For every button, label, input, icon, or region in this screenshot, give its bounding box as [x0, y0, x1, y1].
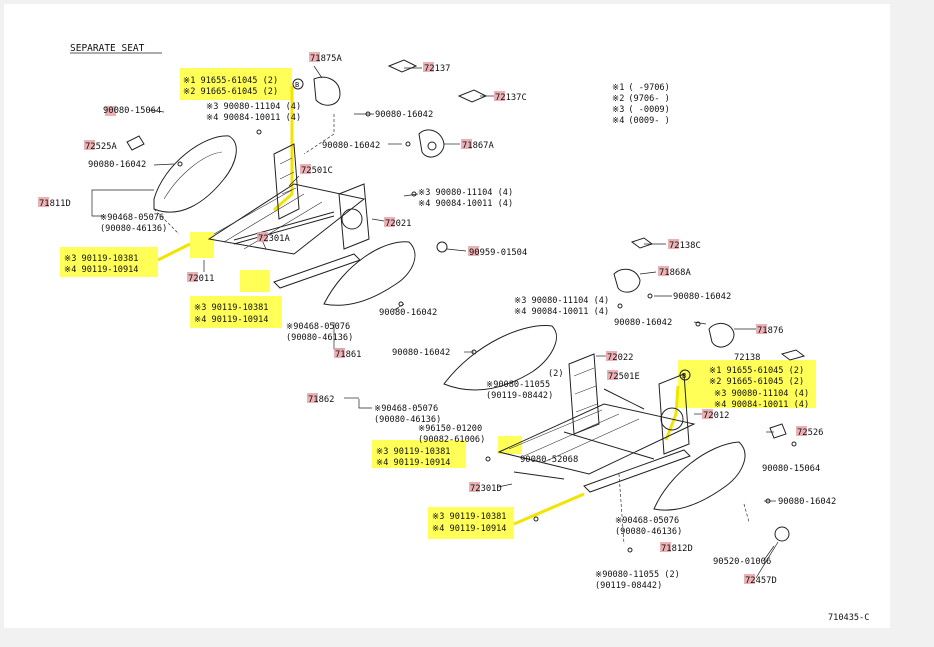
part-label: 90080-16042 — [375, 110, 433, 120]
diagram-title: SEPARATE SEAT — [70, 43, 145, 54]
part-label: (90080-46136) — [286, 333, 353, 343]
part-label: ※3 90119-10381 — [64, 254, 138, 264]
part-label: ※90080-11055 — [486, 380, 550, 390]
part-label: 72525A — [85, 142, 117, 152]
part-label: 72138C — [669, 241, 701, 251]
svg-text:B: B — [682, 372, 686, 380]
separate-seat-exploded-diagram: SEPARATE SEAT ※1( -9706) ※2(9706- ) ※3( … — [38, 43, 869, 623]
part-label: ※3 90080-11104 (4) — [714, 389, 809, 399]
part-label: ※4 90119-10914 — [432, 524, 506, 534]
part-label: 90080-16042 — [778, 497, 836, 507]
part-label: 71876 — [757, 326, 783, 336]
part-label: ※4 90119-10914 — [376, 458, 450, 468]
part-label: ※1 91655-61045 (2) — [183, 76, 278, 86]
part-label: 71862 — [308, 395, 334, 405]
part-label: ※90468-05076 — [286, 322, 350, 332]
b-marker-1: B — [292, 78, 304, 90]
b-marker-2: B — [679, 369, 691, 381]
part-label: 90080-16042 — [392, 348, 450, 358]
part-label: ※1 91655-61045 (2) — [709, 366, 804, 376]
part-label: ※4 90119-10914 — [194, 315, 268, 325]
part-label: 72137 — [424, 64, 450, 74]
leader-lines — [91, 65, 779, 579]
part-label: ※4 90084-10011 (4) — [206, 113, 301, 123]
bolt-glyphs — [177, 111, 797, 553]
part-labels: 71875A 72137 72137C 90080-15064 72525A 9… — [39, 54, 836, 591]
legend-row-4: ※4(0009- ) — [612, 116, 670, 126]
legend-row-3: ※3( -0009) — [612, 105, 670, 115]
part-label: ※90080-11055 (2) — [595, 570, 680, 580]
part-label: (90080-46136) — [615, 527, 682, 537]
part-label: (90080-46136) — [100, 224, 167, 234]
part-label: 71861 — [335, 350, 361, 360]
part-label: ※2 91665-61045 (2) — [709, 377, 804, 387]
part-label: (90082-61006) — [418, 435, 485, 445]
part-label: 72301A — [258, 234, 290, 244]
part-label: 72021 — [385, 219, 411, 229]
part-label: ※90468-05076 — [100, 213, 164, 223]
legend-block: ※1( -9706) ※2(9706- ) ※3( -0009) ※4(0009… — [612, 83, 670, 126]
upper-seat-assembly-art — [126, 59, 488, 306]
part-label: 90080-16042 — [673, 292, 731, 302]
part-label: 72501C — [301, 166, 333, 176]
part-label: 72137C — [495, 93, 527, 103]
part-label: 90520-01006 — [713, 557, 771, 567]
part-label: ※90468-05076 — [374, 404, 438, 414]
part-label: ※3 90119-10381 — [432, 512, 506, 522]
highlight-layer — [60, 68, 816, 539]
part-label: ※3 90080-11104 (4) — [418, 188, 513, 198]
part-label: 72457D — [745, 576, 777, 586]
part-label: 90080-15064 — [103, 106, 161, 116]
part-label: ※96150-01200 — [418, 424, 482, 434]
part-label: (2) — [548, 369, 564, 379]
part-label: 71868A — [659, 268, 691, 278]
part-label: 71812D — [661, 544, 693, 554]
part-label: 90080-16042 — [379, 308, 437, 318]
part-label: ※3 90119-10381 — [194, 303, 268, 313]
part-label: ※4 90084-10011 (4) — [418, 199, 513, 209]
part-label: 90080-16042 — [322, 141, 380, 151]
parts-diagram-sheet: SEPARATE SEAT ※1( -9706) ※2(9706- ) ※3( … — [4, 4, 890, 628]
legend-row-2: ※2(9706- ) — [612, 94, 670, 104]
part-label: 71875A — [310, 54, 342, 64]
part-label: 72022 — [607, 353, 633, 363]
part-label: ※4 90119-10914 — [64, 265, 138, 275]
part-label: 90080-15064 — [762, 464, 820, 474]
pink-part-markers — [38, 52, 807, 584]
part-label: ※3 90080-11104 (4) — [206, 102, 301, 112]
part-label: 72301D — [470, 484, 502, 494]
part-label: ※3 90080-11104 (4) — [514, 296, 609, 306]
part-label: ※4 90084-10011 (4) — [714, 400, 809, 410]
part-label: 72011 — [188, 274, 214, 284]
part-label: (90119-08442) — [486, 391, 553, 401]
part-label: 72138 — [734, 353, 760, 363]
part-label: 90959-01504 — [469, 248, 527, 258]
part-label: 72012 — [703, 411, 729, 421]
part-label: (90080-46136) — [374, 415, 441, 425]
legend-row-1: ※1( -9706) — [612, 83, 670, 93]
part-label: 90080-16042 — [614, 318, 672, 328]
figure-code: 710435-C — [828, 613, 869, 623]
part-label: ※3 90119-10381 — [376, 447, 450, 457]
part-label: (90119-08442) — [595, 581, 662, 591]
lower-seat-assembly-art — [443, 237, 806, 545]
svg-text:B: B — [295, 81, 299, 89]
part-label: 72501E — [608, 372, 640, 382]
part-label: 72526 — [797, 428, 823, 438]
part-label: 90080-16042 — [88, 160, 146, 170]
part-label: ※2 91665-61045 (2) — [183, 87, 278, 97]
part-label: 71867A — [462, 141, 494, 151]
part-label: 71811D — [39, 199, 71, 209]
part-label: ※4 90084-10011 (4) — [514, 307, 609, 317]
part-label: ※90468-05076 — [615, 516, 679, 526]
part-label: 90080-52068 — [520, 455, 578, 465]
